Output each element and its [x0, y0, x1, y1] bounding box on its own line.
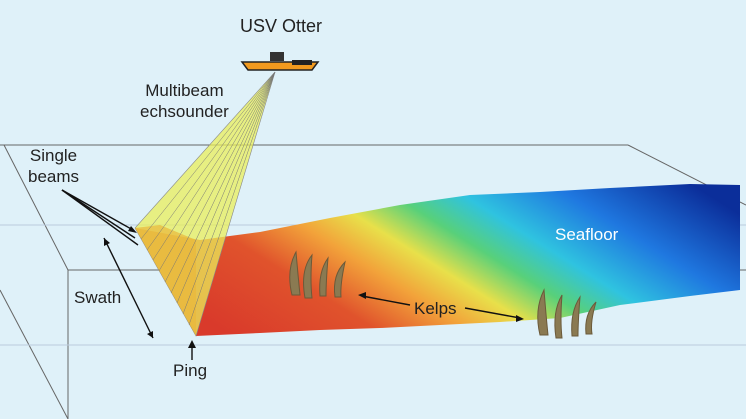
multibeam-label-line2: echsounder	[140, 102, 229, 121]
multibeam-label-line1: Multibeam	[145, 81, 224, 100]
usv-boat-icon	[240, 52, 320, 71]
annotation-arrows	[61, 189, 521, 360]
seafloor-label: Seafloor	[555, 225, 619, 244]
swath-label: Swath	[74, 288, 122, 307]
usv-title: USV Otter	[240, 16, 323, 36]
single-beams-line1: Single	[29, 146, 78, 165]
single-beams-line2: beams	[28, 167, 80, 186]
single-beams-label: Single beams	[28, 145, 79, 187]
ping-label: Ping	[173, 361, 208, 380]
seafloor-surface	[135, 184, 740, 336]
multibeam-label: Multibeam echsounder	[140, 80, 229, 122]
arrow-heads	[104, 226, 524, 348]
kelp-icon	[289, 250, 597, 339]
kelps-label: Kelps	[414, 299, 457, 318]
beam-fan	[134, 71, 276, 337]
